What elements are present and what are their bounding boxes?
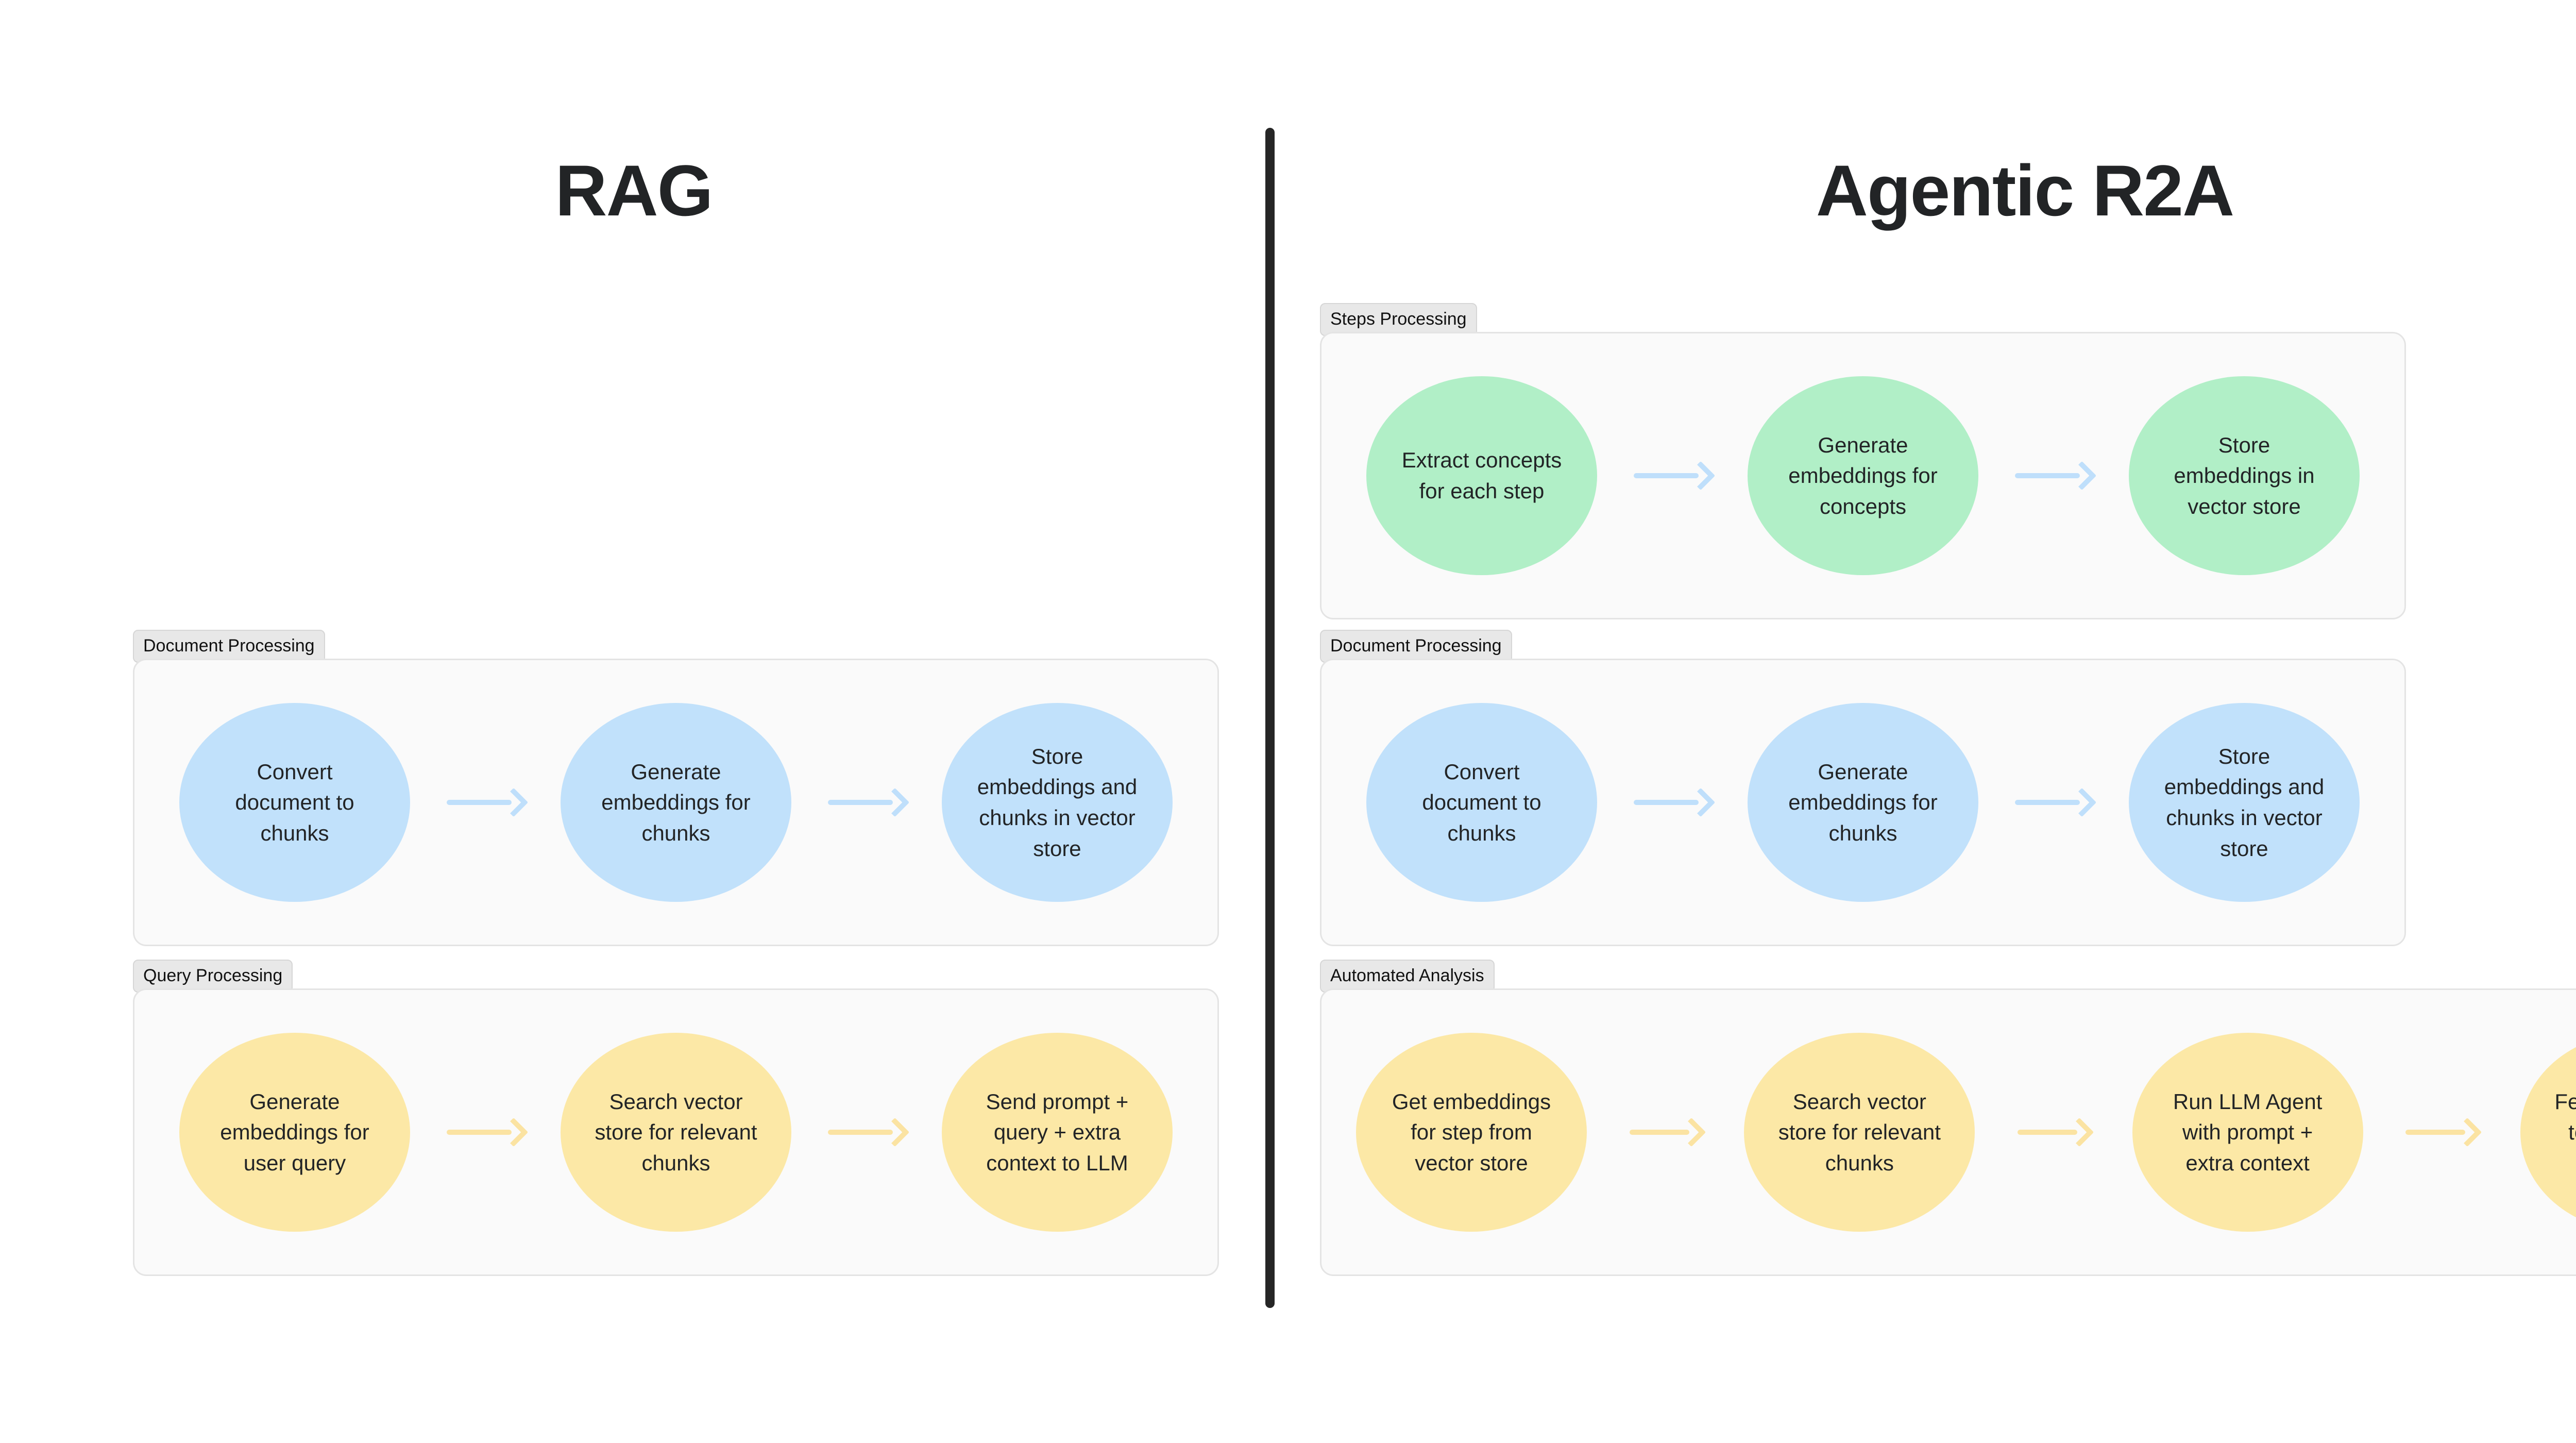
flow-arrow-icon xyxy=(2017,1117,2094,1148)
arrow-shaft xyxy=(828,800,893,805)
flow-arrow-icon xyxy=(2015,460,2097,491)
arrow-shaft xyxy=(1634,473,1699,478)
flow-arrow-icon xyxy=(1629,1117,1706,1148)
flow-arrow-icon xyxy=(447,787,529,818)
arrow-head-icon xyxy=(1676,1117,1706,1147)
flow-node[interactable]: Feed step outputto next step inworkflow xyxy=(2520,1033,2576,1232)
arrow-shaft xyxy=(1629,1130,1689,1135)
flow-arrow-icon xyxy=(447,1117,529,1148)
subgraph-label: Automated Analysis xyxy=(1320,960,1495,993)
page-title-agentic-r2a: Agentic R2A xyxy=(1816,150,2234,231)
arrow-head-icon xyxy=(1686,787,1716,817)
arrow-shaft xyxy=(1634,800,1699,805)
page-title-rag: RAG xyxy=(555,150,713,231)
column-divider xyxy=(1265,128,1275,1308)
subgraph-label: Document Processing xyxy=(1320,630,1512,663)
arrow-head-icon xyxy=(880,787,910,817)
subgraph-label: Document Processing xyxy=(133,630,325,663)
arrow-head-icon xyxy=(880,1117,910,1147)
arrow-shaft xyxy=(447,800,512,805)
arrow-shaft xyxy=(2015,473,2080,478)
flow-arrow-icon xyxy=(2405,1117,2482,1148)
arrow-shaft xyxy=(447,1130,512,1135)
subgraph-label: Steps Processing xyxy=(1320,303,1477,336)
arrow-head-icon xyxy=(2064,1117,2094,1147)
arrow-shaft xyxy=(2015,800,2080,805)
arrow-shaft xyxy=(2405,1130,2466,1135)
flow-arrow-icon xyxy=(828,787,910,818)
flow-node-label: Feed step outputto next step inworkflow xyxy=(2554,1089,2576,1145)
arrow-shaft xyxy=(2017,1130,2077,1135)
flow-arrow-icon xyxy=(828,1117,910,1148)
arrow-head-icon xyxy=(2067,461,2097,491)
arrow-head-icon xyxy=(2452,1117,2482,1147)
subgraph-label: Query Processing xyxy=(133,960,293,993)
flow-arrow-icon xyxy=(1634,460,1716,491)
arrow-head-icon xyxy=(499,1117,529,1147)
arrow-head-icon xyxy=(2067,787,2097,817)
arrow-head-icon xyxy=(499,787,529,817)
arrow-head-icon xyxy=(1686,461,1716,491)
flow-arrow-icon xyxy=(2015,787,2097,818)
arrow-shaft xyxy=(828,1130,893,1135)
flow-arrow-icon xyxy=(1634,787,1716,818)
